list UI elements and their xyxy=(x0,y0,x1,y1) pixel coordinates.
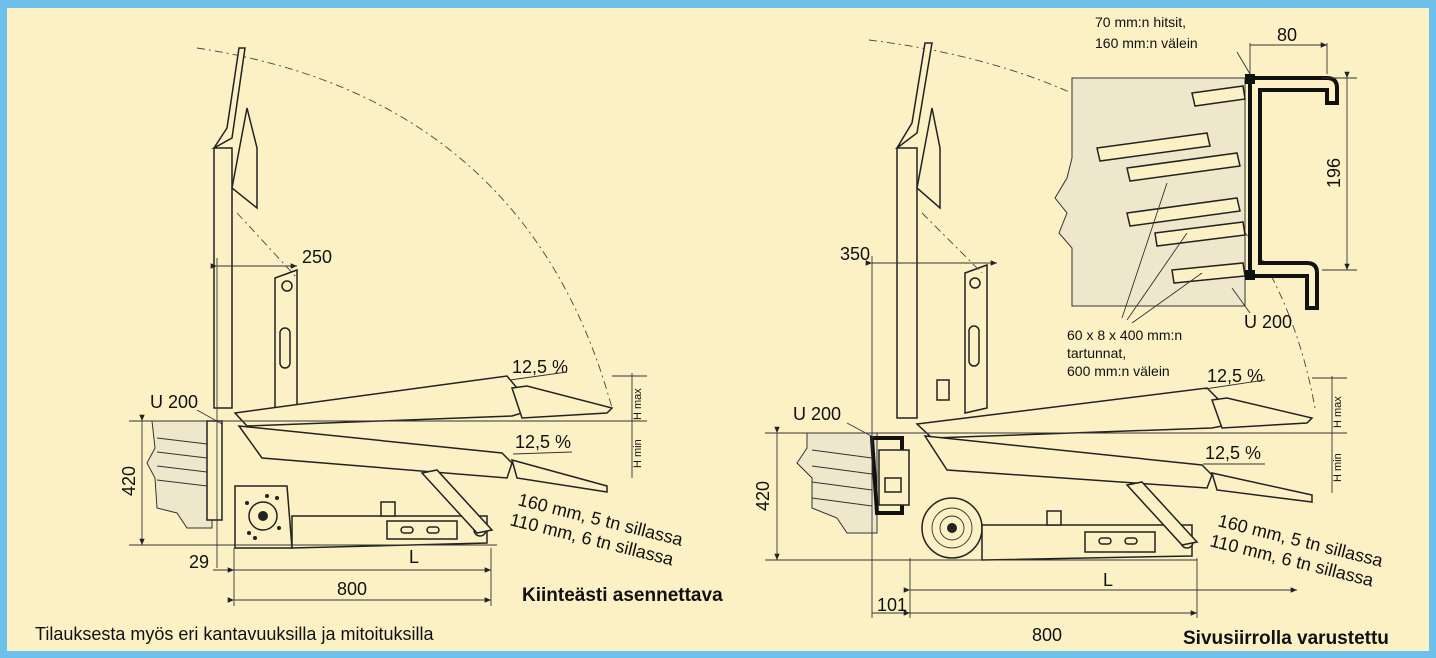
left-bolt xyxy=(380,501,396,517)
right-profile-label: U 200 xyxy=(793,404,841,424)
right-concrete-pit xyxy=(796,432,878,534)
right-length-symbol: L xyxy=(1103,570,1113,590)
left-height-dim: 420 xyxy=(119,466,139,496)
right-hmin-label: H min xyxy=(1332,453,1344,482)
right-u200-frame xyxy=(869,436,904,515)
right-slope-upper: 12,5 % xyxy=(1207,366,1263,386)
left-dim-top: 250 xyxy=(302,247,332,267)
left-slope-lower: 12,5 % xyxy=(515,432,571,452)
right-vertical-platform xyxy=(894,42,933,419)
left-caption: Kiinteästi asennettava xyxy=(522,585,723,606)
left-hmin-label: H min xyxy=(632,439,644,468)
detail-anchor-bar-6 xyxy=(1191,85,1246,107)
left-lip xyxy=(510,458,608,493)
footnote: Tilauksesta myös eri kantavuuksilla ja m… xyxy=(35,624,434,644)
right-caption: Sivusiirrolla varustettu xyxy=(1183,628,1389,649)
left-swing-arc xyxy=(196,47,613,409)
right-lift-strut xyxy=(1125,481,1199,546)
right-height-dim: 420 xyxy=(753,481,773,511)
left-leveler-drawing: 250 U 200 420 H max H min 12,5 % 12,5 % … xyxy=(119,47,723,606)
left-lip-length: 800 xyxy=(337,579,367,599)
left-hmax-label: H max xyxy=(632,388,644,420)
left-slide-plate xyxy=(386,520,458,540)
detail-anchor-line3: 600 mm:n välein xyxy=(1067,363,1170,379)
right-bolt xyxy=(1046,510,1062,526)
detail-u200-channel xyxy=(1248,76,1339,310)
left-u200-frame xyxy=(206,420,223,521)
left-lower-platform xyxy=(237,425,513,479)
detail-weld-line1: 70 mm:n hitsit, xyxy=(1095,14,1186,30)
right-slope-lower: 12,5 % xyxy=(1205,443,1261,463)
left-lift-strut xyxy=(420,469,494,534)
left-offset-dim: 29 xyxy=(189,552,209,572)
detail-weld-line2: 160 mm:n välein xyxy=(1095,35,1198,51)
detail-profile-label: U 200 xyxy=(1244,312,1292,332)
technical-drawing: 250 U 200 420 H max H min 12,5 % 12,5 % … xyxy=(35,14,1389,649)
left-length-symbol: L xyxy=(409,547,419,567)
right-hmax-label: H max xyxy=(1332,396,1344,428)
detail-height-dim: 196 xyxy=(1324,158,1344,188)
detail-anchor-bar-4 xyxy=(1154,221,1246,247)
left-vertical-platform xyxy=(211,47,246,409)
right-offset-dim: 101 xyxy=(877,595,907,615)
right-lip xyxy=(1210,471,1313,503)
left-slope-upper: 12,5 % xyxy=(512,357,568,377)
detail-anchor-bar-2 xyxy=(1126,152,1241,182)
anchor-detail: 80 196 70 mm:n hitsit, 160 mm:n välein U… xyxy=(1054,14,1357,379)
detail-anchor-bar-1 xyxy=(1096,132,1211,162)
right-lower-platform xyxy=(923,435,1213,489)
drawing-sheet: 250 U 200 420 H max H min 12,5 % 12,5 % … xyxy=(7,8,1429,651)
left-concrete-pit xyxy=(146,420,213,529)
detail-anchor-line2: tartunnat, xyxy=(1067,345,1126,361)
right-slide-plate xyxy=(1084,531,1156,553)
detail-anchor-line1: 60 x 8 x 400 mm:n xyxy=(1067,327,1182,343)
right-lip-length: 800 xyxy=(1032,625,1062,645)
left-profile-label: U 200 xyxy=(150,392,198,412)
right-upper-platform xyxy=(915,387,1223,439)
detail-width-dim: 80 xyxy=(1277,25,1297,45)
right-dim-top: 350 xyxy=(840,244,870,264)
